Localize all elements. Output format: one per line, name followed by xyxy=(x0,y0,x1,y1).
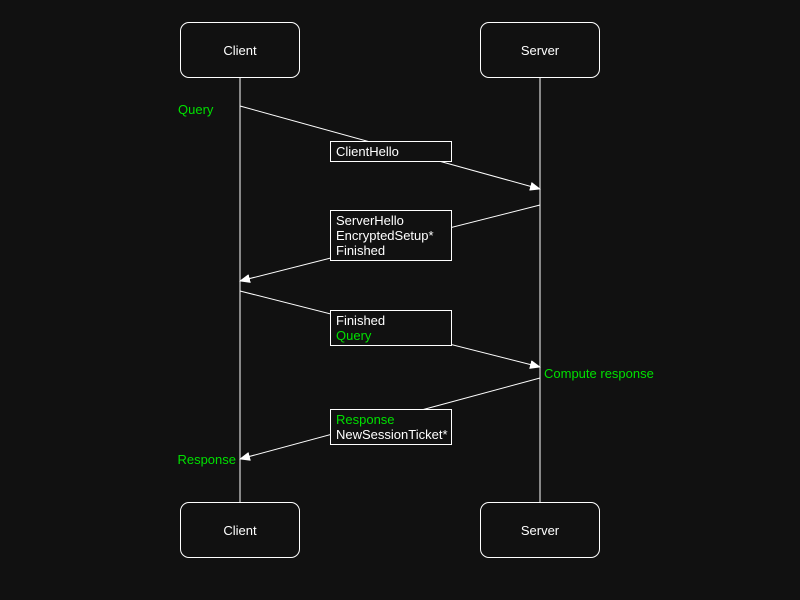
message-label-response-ticket: Response NewSessionTicket* xyxy=(330,409,452,445)
annotation-response: Response xyxy=(177,452,236,467)
actor-label-client-bottom: Client xyxy=(223,522,257,538)
message-text: Query xyxy=(336,328,372,343)
actor-box-client-top: Client xyxy=(180,22,300,78)
message-label-finished-query: Finished Query xyxy=(330,310,452,346)
actor-label-server-top: Server xyxy=(520,42,560,58)
message-text: Finished xyxy=(336,243,386,258)
actor-label-server-bottom: Server xyxy=(520,522,560,538)
actor-box-server-top: Server xyxy=(480,22,600,78)
message-text: Finished xyxy=(336,313,386,328)
message-text: NewSessionTicket* xyxy=(336,427,448,442)
actor-label-client-top: Client xyxy=(223,42,257,58)
annotation-query: Query xyxy=(178,102,214,117)
annotation-compute-response: Compute response xyxy=(544,366,654,381)
message-text: ClientHello xyxy=(336,144,399,159)
actor-box-server-bottom: Server xyxy=(480,502,600,558)
message-text: ServerHello xyxy=(336,213,404,228)
message-text: Response xyxy=(336,412,395,427)
message-text: EncryptedSetup* xyxy=(336,228,434,243)
message-label-clienthello: ClientHello xyxy=(330,141,452,162)
actor-box-client-bottom: Client xyxy=(180,502,300,558)
message-label-serverhello: ServerHello EncryptedSetup* Finished xyxy=(330,210,452,261)
